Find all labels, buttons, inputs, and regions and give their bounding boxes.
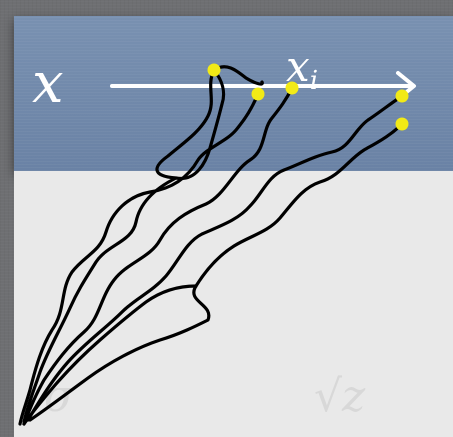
point-5 — [395, 117, 409, 131]
sample-points — [207, 63, 409, 131]
path-2 — [18, 92, 260, 426]
slide: x xi σ √z — [14, 16, 453, 437]
xi-label-subscript: i — [309, 66, 319, 96]
x-variable-label: x — [32, 56, 64, 112]
path-5 — [28, 122, 404, 422]
point-1 — [207, 63, 221, 77]
x-label: x — [32, 51, 64, 116]
random-paths — [18, 65, 404, 426]
path-1 — [22, 65, 264, 424]
xi-label-base: x — [286, 42, 310, 91]
path-4 — [26, 94, 404, 422]
point-3 — [285, 81, 299, 95]
path-6 — [22, 284, 198, 426]
path-3 — [22, 86, 294, 426]
gray-panel: σ √z — [14, 171, 453, 437]
blue-band: x xi — [14, 16, 453, 171]
point-4 — [395, 89, 409, 103]
faint-sqrt-text: √z — [314, 371, 366, 422]
point-2 — [251, 87, 265, 101]
xi-variable-label: xi — [286, 46, 319, 96]
